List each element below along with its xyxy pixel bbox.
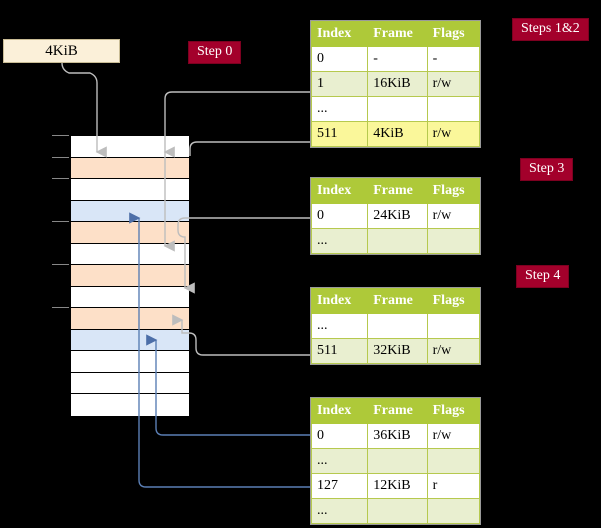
table-cell-frame: 32KiB [367, 338, 428, 364]
badge-steps-1-2: Steps 1&2 [512, 18, 589, 42]
table-cell-frame: 16KiB [367, 71, 428, 97]
memory-frame-tick [52, 264, 69, 265]
column-header-index: Index [310, 398, 369, 424]
memory-frame-row[interactable] [71, 372, 189, 394]
table-cell-frame [367, 313, 428, 339]
table-cell-frame [367, 498, 428, 524]
table-cell-flags [426, 498, 481, 524]
badge-steps-1-2-label: Steps 1&2 [521, 21, 580, 36]
column-header-index: Index [310, 178, 369, 204]
column-header-frame: Frame [367, 178, 428, 204]
source-frame-box: 4KiB [3, 39, 120, 63]
badge-step-0-label: Step 0 [197, 44, 233, 59]
table-cell-index: 127 [310, 473, 369, 499]
source-frame-label: 4KiB [45, 42, 78, 59]
memory-frame-row[interactable] [71, 136, 189, 158]
table-cell-flags: r [426, 473, 481, 499]
memory-frame-row[interactable] [71, 179, 189, 201]
table-row[interactable]: 0-- [310, 46, 481, 72]
table-cell-frame: 4KiB [367, 121, 428, 147]
column-header-index: Index [310, 288, 369, 314]
table-cell-flags [426, 313, 481, 339]
table-cell-frame: 36KiB [367, 423, 428, 449]
badge-step-4-label: Step 4 [525, 268, 561, 283]
table-cell-flags: - [426, 46, 481, 72]
table-cell-flags [426, 96, 481, 122]
memory-frame-tick [52, 307, 69, 308]
table-cell-index: ... [310, 448, 369, 474]
memory-frame-row[interactable] [71, 351, 189, 373]
badge-step-3: Step 3 [520, 158, 574, 182]
table-cell-frame: - [367, 46, 428, 72]
table-cell-flags: r/w [426, 121, 481, 147]
column-header-flags: Flags [426, 178, 481, 204]
memory-frame-row[interactable] [71, 222, 189, 244]
column-header-flags: Flags [426, 398, 481, 424]
badge-step-3-label: Step 3 [529, 161, 565, 176]
table-cell-frame [367, 96, 428, 122]
memory-frame-tick [52, 135, 69, 136]
column-header-frame: Frame [367, 21, 428, 47]
table-cell-frame: 24KiB [367, 203, 428, 229]
memory-frame-tick [52, 178, 69, 179]
column-header-frame: Frame [367, 398, 428, 424]
table-cell-flags: r/w [426, 338, 481, 364]
memory-frame-row[interactable] [71, 329, 189, 351]
table-cell-frame [367, 228, 428, 254]
memory-frame-tick [52, 221, 69, 222]
table-cell-index: 1 [310, 71, 369, 97]
table-cell-index: 0 [310, 423, 369, 449]
table-cell-index: 511 [310, 338, 369, 364]
table-cell-index: ... [310, 498, 369, 524]
table-cell-flags [426, 448, 481, 474]
memory-frame-tick [52, 156, 69, 158]
table-cell-frame: 12KiB [367, 473, 428, 499]
table-cell-flags: r/w [426, 203, 481, 229]
table-cell-flags: r/w [426, 71, 481, 97]
column-header-flags: Flags [426, 21, 481, 47]
column-header-index: Index [310, 21, 369, 47]
table-cell-frame [367, 448, 428, 474]
memory-frame-row[interactable] [71, 394, 189, 416]
table-cell-index: ... [310, 96, 369, 122]
table-cell-index: 0 [310, 46, 369, 72]
badge-step-4: Step 4 [516, 265, 570, 289]
table-row[interactable]: ... [310, 498, 481, 524]
table-cell-index: ... [310, 313, 369, 339]
column-header-flags: Flags [426, 288, 481, 314]
table-cell-index: 0 [310, 203, 369, 229]
memory-frame-row[interactable] [71, 200, 189, 222]
physical-memory-column [70, 135, 190, 416]
memory-frame-row[interactable] [71, 243, 189, 265]
badge-step-0: Step 0 [188, 41, 242, 65]
column-header-frame: Frame [367, 288, 428, 314]
memory-frame-row[interactable] [71, 308, 189, 330]
table-row[interactable]: ... [310, 228, 481, 254]
table-row[interactable]: ... [310, 96, 481, 122]
memory-frame-row[interactable] [71, 265, 189, 287]
table-cell-flags: r/w [426, 423, 481, 449]
memory-frame-row[interactable] [71, 286, 189, 308]
table-cell-index: 511 [310, 121, 369, 147]
memory-frame-row[interactable] [71, 157, 189, 179]
table-row[interactable]: ... [310, 448, 481, 474]
table-cell-flags [426, 228, 481, 254]
table-cell-index: ... [310, 228, 369, 254]
table-row[interactable]: ... [310, 313, 481, 339]
